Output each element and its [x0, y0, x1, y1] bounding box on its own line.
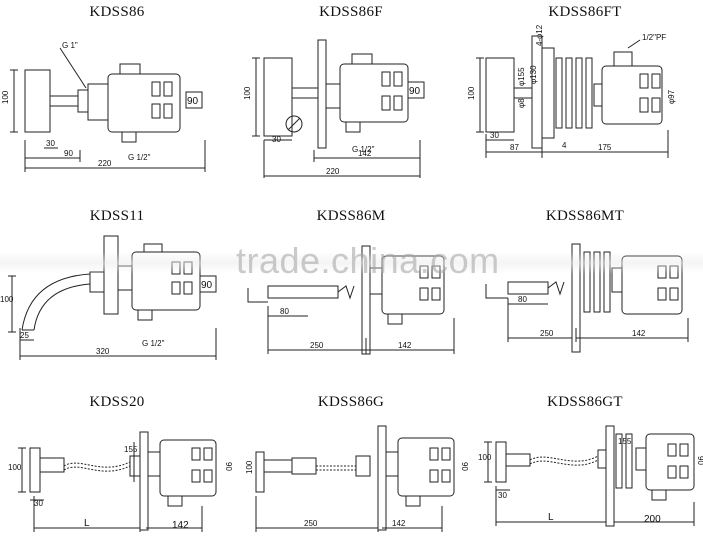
svg-text:142: 142: [358, 149, 372, 158]
model-kdss86g: KDSS86G 100 250 142 90: [234, 356, 469, 534]
svg-text:1/2"PF: 1/2"PF: [642, 33, 666, 42]
model-kdss86f: KDSS86F 100 30 142: [234, 0, 468, 178]
svg-text:25: 25: [20, 331, 29, 340]
svg-text:100: 100: [243, 86, 252, 100]
svg-text:L: L: [548, 512, 554, 523]
svg-text:φ97: φ97: [667, 89, 676, 104]
svg-text:90: 90: [460, 462, 469, 471]
svg-text:87: 87: [510, 143, 519, 152]
model-title: KDSS86F: [319, 4, 383, 20]
svg-text:φ130: φ130: [529, 65, 538, 84]
model-title: KDSS86MT: [545, 208, 625, 224]
kdss86ft-drawing: 100 30 87 4 175 φ155 φ130 φ8 4-φ12 φ97 1…: [467, 24, 676, 158]
svg-text:155: 155: [124, 445, 138, 454]
model-title: KDSS86M: [316, 208, 386, 224]
model-kdss86m: KDSS86M 80 250 142: [234, 178, 468, 356]
svg-text:100: 100: [467, 86, 476, 100]
svg-text:G 1/2": G 1/2": [352, 145, 375, 154]
svg-text:30: 30: [34, 499, 43, 508]
svg-text:142: 142: [632, 329, 646, 338]
svg-text:320: 320: [96, 347, 110, 356]
svg-text:G 1": G 1": [62, 41, 78, 50]
svg-text:4-φ12: 4-φ12: [535, 24, 544, 46]
svg-text:100: 100: [245, 460, 254, 474]
svg-text:90: 90: [187, 96, 199, 107]
kdss86gt-drawing: 100 30 L 200 155 90: [478, 425, 703, 527]
svg-text:100: 100: [478, 453, 492, 462]
svg-text:142: 142: [398, 341, 412, 350]
model-kdss20: KDSS20 100 30 L 142: [0, 356, 234, 534]
model-title: KDSS20: [89, 394, 145, 410]
svg-text:100: 100: [8, 463, 22, 472]
svg-text:200: 200: [644, 514, 661, 525]
svg-text:30: 30: [490, 131, 499, 140]
model-title: KDSS86FT: [548, 4, 622, 20]
svg-text:142: 142: [392, 519, 406, 528]
svg-text:142: 142: [172, 520, 189, 531]
model-title: KDSS86G: [317, 394, 385, 410]
svg-text:30: 30: [46, 139, 55, 148]
svg-text:L: L: [84, 518, 90, 529]
watermark: trade.china.com: [236, 240, 500, 281]
svg-text:250: 250: [310, 341, 324, 350]
svg-text:4: 4: [562, 141, 567, 150]
svg-text:220: 220: [98, 159, 112, 168]
svg-text:30: 30: [272, 135, 281, 144]
svg-text:100: 100: [1, 90, 10, 104]
kdss86g-drawing: 100 250 142 90: [245, 425, 469, 532]
scan-haze: [0, 252, 703, 274]
svg-text:90: 90: [64, 149, 73, 158]
svg-text:90: 90: [409, 86, 421, 97]
svg-text:90: 90: [696, 456, 703, 465]
kdss86-drawing: G 1" 100 30 90 220 90 G 1/2": [1, 41, 206, 172]
model-kdss11: KDSS11 100 25 320: [0, 178, 234, 360]
svg-text:90: 90: [224, 462, 233, 471]
svg-text:80: 80: [518, 295, 527, 304]
svg-text:155: 155: [618, 437, 632, 446]
model-title: KDSS86: [89, 4, 145, 20]
svg-text:φ8: φ8: [517, 98, 526, 108]
model-title: KDSS86GT: [547, 394, 623, 410]
svg-text:90: 90: [201, 280, 213, 291]
svg-text:250: 250: [540, 329, 554, 338]
model-kdss86gt: KDSS86GT 100 30 L 200: [468, 356, 703, 534]
svg-text:80: 80: [280, 307, 289, 316]
model-kdss86: KDSS86: [0, 0, 234, 178]
svg-text:175: 175: [598, 143, 612, 152]
svg-text:250: 250: [304, 519, 318, 528]
model-title: KDSS11: [89, 208, 145, 224]
svg-text:220: 220: [326, 167, 340, 176]
svg-text:G 1/2": G 1/2": [142, 339, 165, 348]
svg-text:φ155: φ155: [517, 67, 526, 86]
kdss86f-drawing: 100 30 142 220 90 G 1/2": [243, 39, 425, 178]
svg-text:30: 30: [498, 491, 507, 500]
svg-text:G 1/2": G 1/2": [128, 153, 151, 162]
svg-text:100: 100: [0, 295, 14, 304]
kdss20-drawing: 100 30 L 142 155 90: [8, 431, 233, 532]
model-kdss86ft: KDSS86FT 100 30 87: [467, 0, 702, 178]
